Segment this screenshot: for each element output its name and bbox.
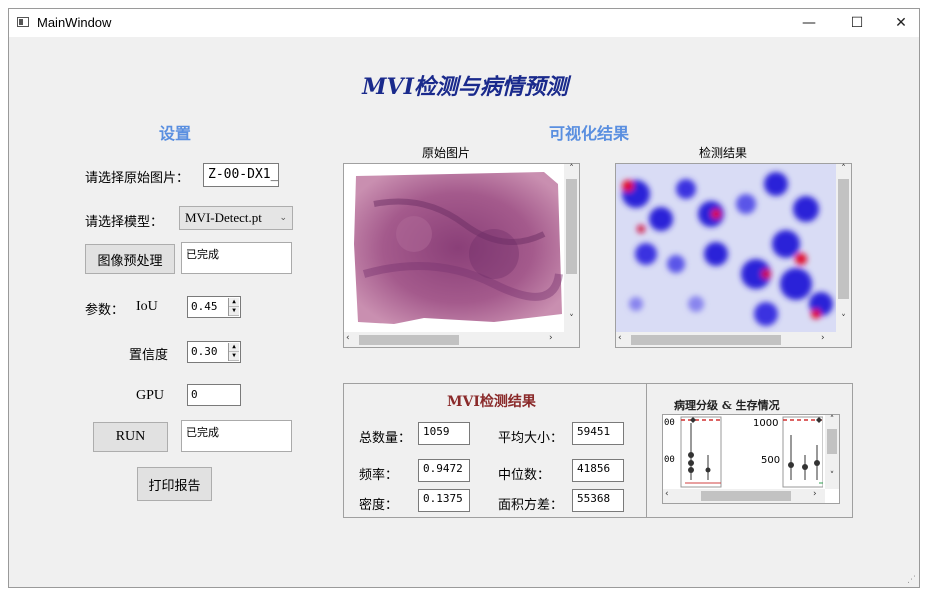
heatmap-image <box>616 164 836 332</box>
scroll-up-icon[interactable]: ˄ <box>829 415 835 425</box>
confidence-spinbox[interactable]: 0.30 ▲▼ <box>187 341 241 363</box>
tick-label: 00 <box>664 418 675 428</box>
detect-result-scrollarea[interactable]: ˄ ˅ ‹ › <box>615 163 852 348</box>
scroll-thumb[interactable] <box>701 491 791 501</box>
scroll-down-icon[interactable]: ˅ <box>569 314 574 324</box>
iou-spinbox[interactable]: 0.45 ▲▼ <box>187 296 241 318</box>
scroll-right-icon[interactable]: › <box>821 333 825 343</box>
scroll-left-icon[interactable]: ‹ <box>346 333 350 343</box>
vertical-scrollbar[interactable]: ˄ ˅ <box>836 164 851 332</box>
tick-label: 00 <box>664 455 675 465</box>
scroll-thumb[interactable] <box>827 429 837 454</box>
scroll-down-icon[interactable]: ˅ <box>841 314 846 324</box>
scroll-thumb[interactable] <box>631 335 781 345</box>
confidence-label: 置信度 <box>129 348 169 363</box>
scroll-right-icon[interactable]: › <box>549 333 553 343</box>
main-window: MainWindow — ☐ ✕ MVI检测与病情预测 设置 请选择原始图片： … <box>8 8 920 588</box>
area-variance-label: 面积方差： <box>498 498 564 513</box>
preprocess-status-box[interactable]: 已完成 <box>181 242 292 274</box>
horizontal-scrollbar[interactable]: ‹ › <box>663 489 825 503</box>
scroll-right-icon[interactable]: › <box>813 489 817 499</box>
iou-value: 0.45 <box>191 300 218 313</box>
spin-down-icon[interactable]: ▼ <box>229 307 239 316</box>
print-report-button[interactable]: 打印报告 <box>137 467 212 501</box>
title-bar: MainWindow — ☐ ✕ <box>9 9 919 37</box>
horizontal-scrollbar[interactable]: ‹ › <box>616 332 836 347</box>
pathology-scrollarea[interactable]: 00 00 1000 500 ˄ ˅ ‹ › <box>662 414 840 504</box>
tick-label: 1000 <box>753 418 779 429</box>
chevron-down-icon: ⌄ <box>279 212 287 222</box>
horizontal-scrollbar[interactable]: ‹ › <box>344 332 564 347</box>
original-image-scrollarea[interactable]: ˄ ˅ ‹ › <box>343 163 580 348</box>
divider <box>646 384 647 517</box>
window-title: MainWindow <box>37 15 112 30</box>
app-icon <box>17 17 29 27</box>
resize-grip-icon[interactable]: ⋰ <box>907 575 916 585</box>
vertical-scrollbar[interactable]: ˄ ˅ <box>564 164 579 332</box>
gpu-input[interactable]: 0 <box>187 384 241 406</box>
area-variance-field[interactable]: 55368 <box>572 489 624 512</box>
close-button[interactable]: ✕ <box>895 15 907 31</box>
results-group: MVI检测结果 总数量： 1059 平均大小： 59451 频率： 0.9472… <box>343 383 853 518</box>
model-select[interactable]: MVI-Detect.pt ⌄ <box>179 206 293 230</box>
run-button[interactable]: RUN <box>93 422 168 452</box>
avg-size-field[interactable]: 59451 <box>572 422 624 445</box>
visual-title: 可视化结果 <box>549 124 630 143</box>
scroll-thumb[interactable] <box>359 335 459 345</box>
spin-up-icon[interactable]: ▲ <box>229 298 239 307</box>
avg-size-label: 平均大小： <box>498 431 564 446</box>
median-field[interactable]: 41856 <box>572 459 624 482</box>
gpu-label: GPU <box>136 388 165 403</box>
density-label: 密度： <box>359 498 399 513</box>
settings-title: 设置 <box>159 124 192 143</box>
vertical-scrollbar[interactable]: ˄ ˅ <box>825 415 839 489</box>
spin-up-icon[interactable]: ▲ <box>229 343 239 352</box>
preprocess-button[interactable]: 图像预处理 <box>85 244 175 274</box>
minimize-button[interactable]: — <box>802 15 816 31</box>
params-label: 参数： <box>85 303 125 318</box>
total-field[interactable]: 1059 <box>418 422 470 445</box>
scroll-down-icon[interactable]: ˅ <box>829 471 835 481</box>
tick-label: 500 <box>761 455 781 466</box>
scroll-left-icon[interactable]: ‹ <box>618 333 622 343</box>
model-select-label: 请选择模型： <box>85 215 164 230</box>
iou-label: IoU <box>136 299 158 314</box>
maximize-button[interactable]: ☐ <box>850 15 864 31</box>
scroll-up-icon[interactable]: ˄ <box>569 164 574 174</box>
density-field[interactable]: 0.1375 <box>418 489 470 512</box>
median-label: 中位数： <box>498 468 551 483</box>
pathology-chart-image <box>663 415 823 489</box>
detect-result-label: 检测结果 <box>699 146 748 160</box>
scroll-up-icon[interactable]: ˄ <box>841 164 846 174</box>
scroll-left-icon[interactable]: ‹ <box>665 489 669 499</box>
frequency-label: 频率： <box>359 468 399 483</box>
pathology-title: 病理分级 & 生存情况 <box>674 399 780 412</box>
original-image-label: 原始图片 <box>422 146 471 160</box>
scroll-thumb[interactable] <box>566 179 577 274</box>
tissue-image <box>344 164 564 332</box>
image-path-field[interactable]: Z-00-DX1_ <box>203 163 279 187</box>
spin-down-icon[interactable]: ▼ <box>229 352 239 361</box>
model-select-value: MVI-Detect.pt <box>185 210 262 225</box>
confidence-value: 0.30 <box>191 345 218 358</box>
scroll-thumb[interactable] <box>838 179 849 299</box>
results-title: MVI检测结果 <box>447 394 536 410</box>
frequency-field[interactable]: 0.9472 <box>418 459 470 482</box>
run-status-box[interactable]: 已完成 <box>181 420 292 452</box>
page-title: MVI检测与病情预测 <box>362 74 568 100</box>
total-label: 总数量： <box>359 431 412 446</box>
image-select-label: 请选择原始图片： <box>85 171 190 186</box>
